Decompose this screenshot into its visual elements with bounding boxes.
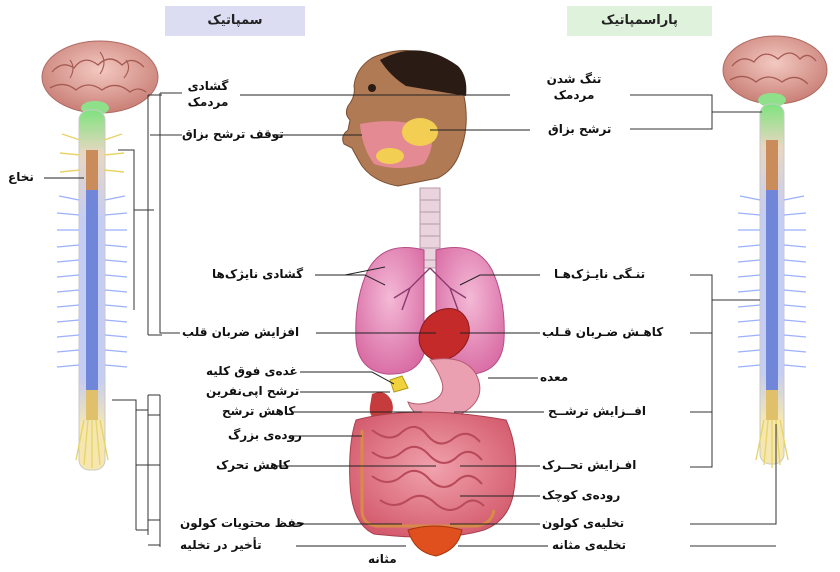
stomach: [408, 359, 480, 420]
epinephrine-label: ترشح اپی‌نفرین: [206, 384, 299, 399]
saliva-secretion-label: ترشح بزاق: [548, 122, 611, 137]
adrenal-gland: [390, 376, 408, 392]
pupil-constrict-label-line1: تنگ شدن: [534, 72, 614, 87]
pupil-dilation-label-line2: مردمک: [180, 95, 236, 110]
colon-empty-label: تخلیه‌ی کولون: [542, 516, 624, 531]
colon-retain-label: حفظ محتویات کولون: [180, 516, 305, 531]
left-brain: [42, 41, 158, 115]
stomach-label: معده: [540, 370, 568, 385]
saliva-stop-label: توقف ترشح بزاق: [182, 127, 284, 142]
intestines: [350, 412, 516, 537]
secretion-up-label: افــزایش ترشــح: [548, 404, 646, 419]
delay-emptying-label: تأخیر در تخلیه: [180, 538, 262, 553]
bronchi-dilation-label: گشادی نایژک‌ها: [212, 267, 303, 282]
motility-down-label: کاهش تحرک: [216, 458, 290, 473]
small-intestine-label: روده‌ی کوچک: [542, 488, 620, 503]
heart-rate-down-label: کاهـش ضـربان قـلب: [542, 325, 663, 340]
secretion-down-label: کاهش ترشح: [222, 404, 295, 419]
pupil-dilation-label-line1: گشادی: [180, 79, 236, 94]
right-spinal-cord: [738, 104, 806, 468]
bladder-label: مثانه: [368, 552, 397, 567]
heart-rate-up-label: افزایش ضربان قلب: [182, 325, 299, 340]
left-spinal-cord: [57, 110, 127, 470]
left-connector-lines: [112, 93, 182, 547]
bladder-empty-label: تخلیه‌ی مثانه: [552, 538, 626, 553]
motility-up-label: افـزایش تحــرک: [542, 458, 636, 473]
large-intestine-label: روده‌ی بزرگ: [228, 428, 302, 443]
head-illustration: [343, 50, 467, 186]
spinal-cord-label: نخاع: [8, 170, 34, 185]
right-brain: [723, 36, 827, 107]
pupil-constrict-label-line2: مردمک: [534, 88, 614, 103]
adrenal-gland-label: غده‌ی فوق کلیه: [206, 364, 298, 379]
parasympathetic-header: پاراسمپاتیک: [567, 6, 712, 36]
bronchi-constrict-label: تنـگی نایـژک‌هـا: [554, 267, 645, 282]
sympathetic-header: سمپاتیک: [165, 6, 305, 36]
bladder: [408, 526, 462, 556]
